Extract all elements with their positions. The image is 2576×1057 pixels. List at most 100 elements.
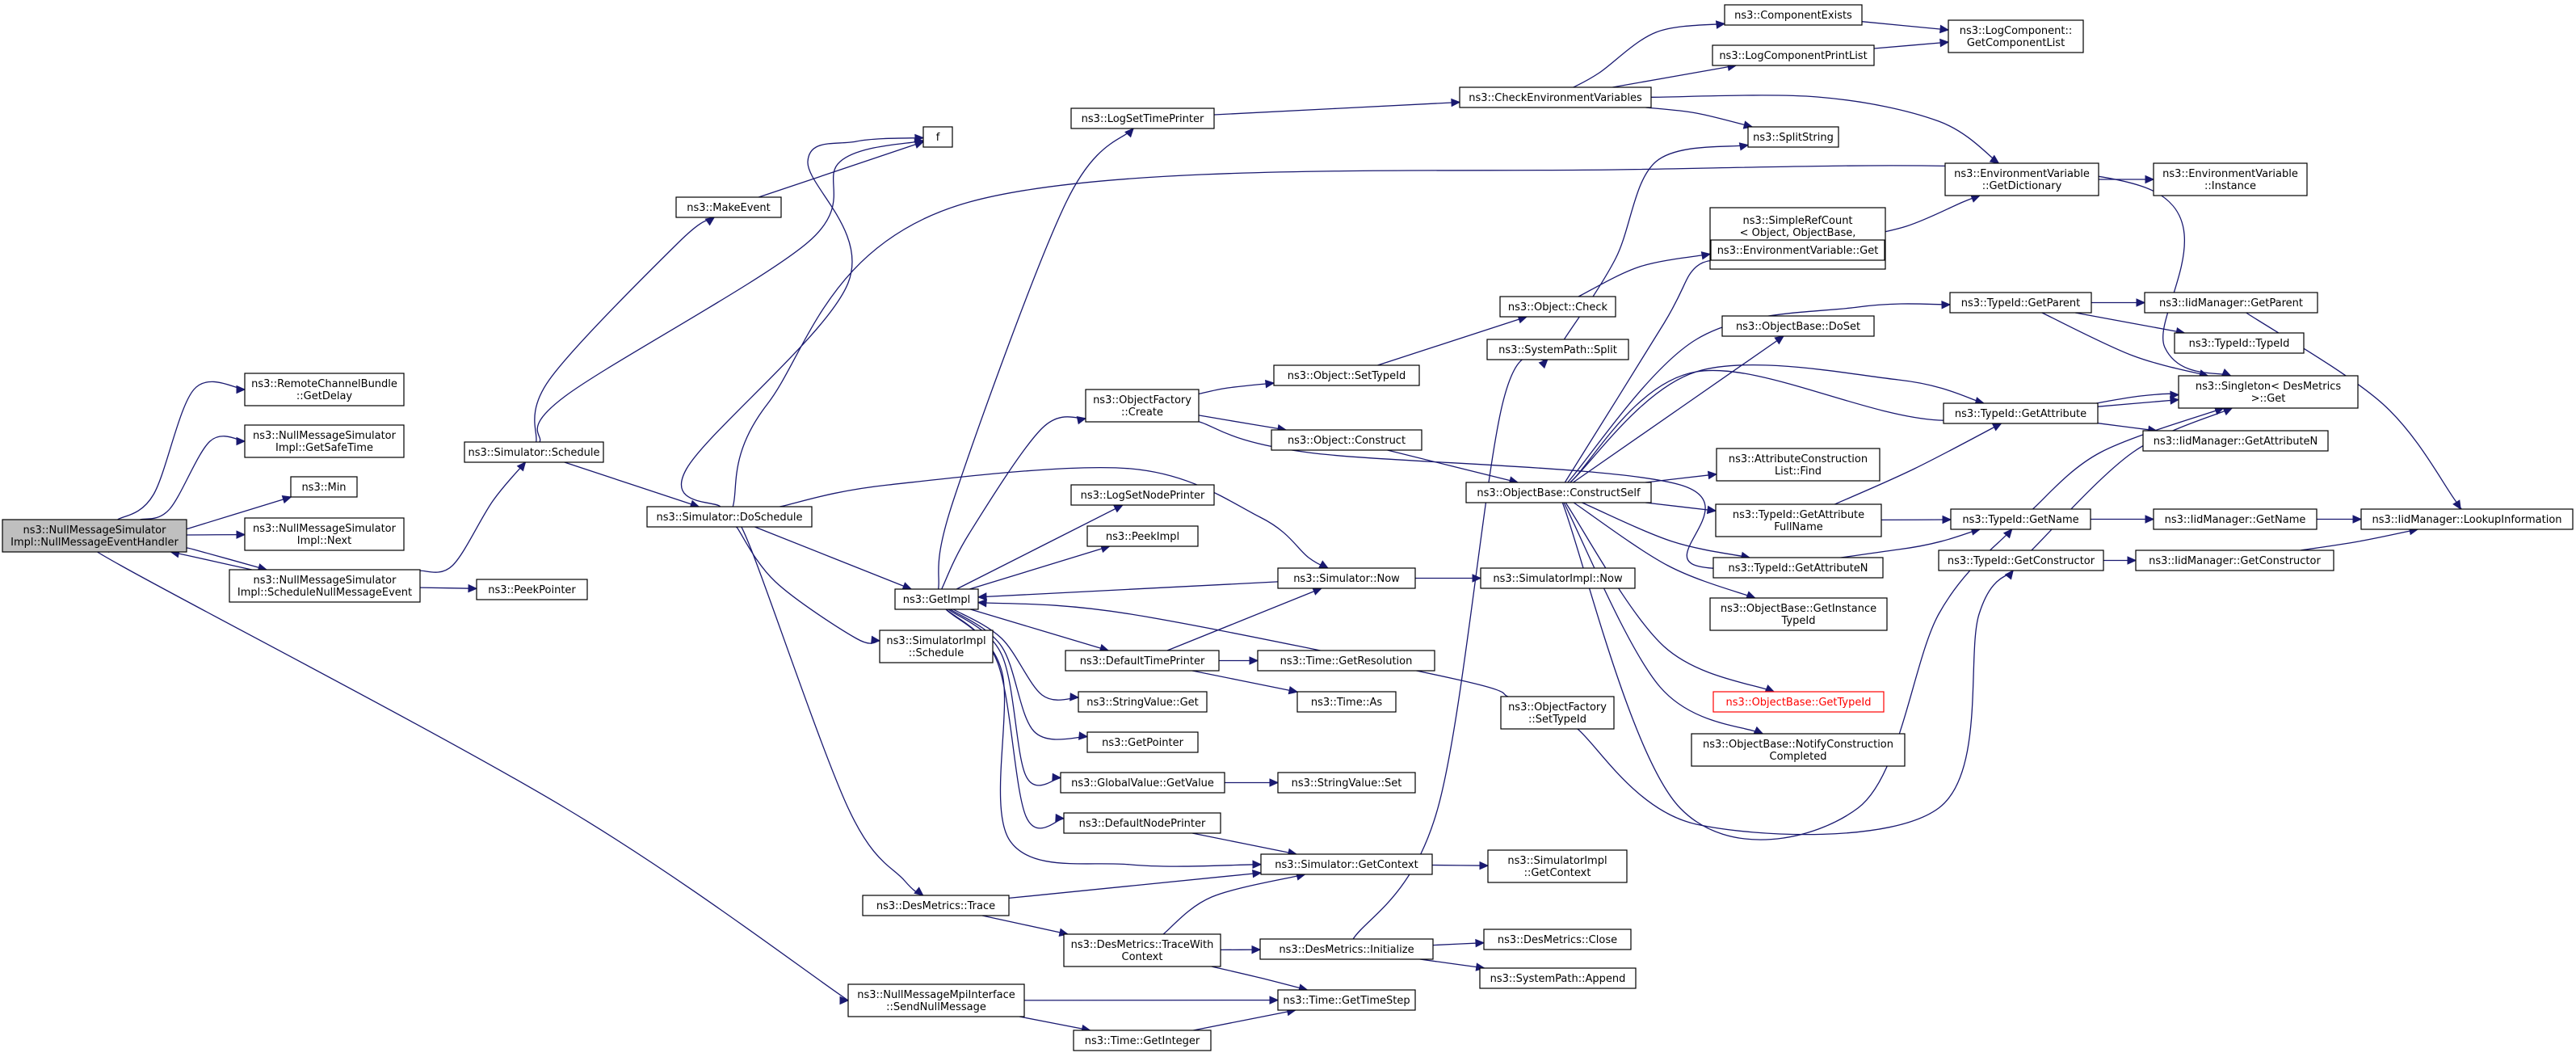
node-label: ns3::ObjectBase::NotifyConstruction [1703,739,1893,751]
call-edge [419,583,478,593]
node-sendnull[interactable]: ns3::NullMessageMpiInterface::SendNullMe… [847,983,1025,1017]
call-edges [84,20,2464,1034]
node-obj-check[interactable]: ns3::Object::Check [1499,296,1616,318]
node-gv-getvalue[interactable]: ns3::GlobalValue::GetValue [1060,772,1225,794]
call-edge [1220,945,1262,954]
node-label: ns3::DesMetrics::TraceWith [1071,939,1214,951]
node-ob-constructself[interactable]: ns3::ObjectBase::ConstructSelf [1465,482,1652,503]
node-tid-getname[interactable]: ns3::TypeId::GetName [1950,508,2091,530]
node-label: ns3::TypeId::TypeId [2189,338,2290,350]
call-edge [2097,396,2180,407]
node-iid-lookup[interactable]: ns3::IidManager::LookupInformation [2360,508,2574,530]
node-gst[interactable]: ns3::NullMessageSimulatorImpl::GetSafeTi… [244,424,405,458]
node-sim-getctx[interactable]: ns3::Simulator::GetContext [1260,853,1433,875]
node-sp-split[interactable]: ns3::SystemPath::Split [1486,339,1629,360]
node-time-getts[interactable]: ns3::Time::GetTimeStep [1277,989,1416,1011]
node-time-getint[interactable]: ns3::Time::GetInteger [1073,1030,1212,1051]
node-ev-get[interactable]: ns3::EnvironmentVariable::Get [1710,239,1885,261]
node-simimpl-now[interactable]: ns3::SimulatorImpl::Now [1480,567,1636,589]
node-splitstring[interactable]: ns3::SplitString [1747,126,1839,148]
node-of-settypeid[interactable]: ns3::ObjectFactory::SetTypeId [1500,696,1615,730]
node-peekptr[interactable]: ns3::PeekPointer [476,579,588,600]
node-dm-close[interactable]: ns3::DesMetrics::Close [1483,929,1632,950]
call-edge [1612,62,1738,88]
node-dosched[interactable]: ns3::Simulator::DoSchedule [646,506,813,528]
node-time-as[interactable]: ns3::Time::As [1296,691,1397,713]
call-edge [1387,449,1519,485]
node-iid-getattrn[interactable]: ns3::IidManager::GetAttributeN [2142,430,2329,452]
call-edge [1861,21,1950,34]
node-ob-doset[interactable]: ns3::ObjectBase::DoSet [1721,315,1875,337]
node-makeevent[interactable]: ns3::MakeEvent [675,196,782,218]
node-tid-getctor[interactable]: ns3::TypeId::GetConstructor [1938,550,2104,571]
node-of-create[interactable]: ns3::ObjectFactory::Create [1085,389,1200,423]
node-sp-append[interactable]: ns3::SystemPath::Append [1479,967,1637,989]
node-tid-getparent[interactable]: ns3::TypeId::GetParent [1949,292,2092,314]
node-label: ns3::ObjectBase::ConstructSelf [1477,487,1641,499]
node-label: ns3::DefaultTimePrinter [1080,655,1205,667]
node-iid-getname[interactable]: ns3::IidManager::GetName [2153,508,2318,530]
node-label: ns3::Simulator::DoSchedule [656,512,802,524]
node-obj-settypeid[interactable]: ns3::Object::SetTypeId [1273,364,1420,386]
node-getimpl[interactable]: ns3::GetImpl [894,588,979,610]
node-getpointer[interactable]: ns3::GetPointer [1086,731,1199,753]
node-ev-instance[interactable]: ns3::EnvironmentVariable::Instance [2153,162,2308,196]
node-defnp[interactable]: ns3::DefaultNodePrinter [1063,812,1221,834]
node-label: ns3::Object::Check [1508,301,1608,314]
node-label: ns3::NullMessageSimulator [253,523,397,535]
node-ob-notify[interactable]: ns3::ObjectBase::NotifyConstructionCompl… [1691,733,1906,767]
node-simimpl-sched[interactable]: ns3::SimulatorImpl::Schedule [879,630,994,663]
node-peekimpl[interactable]: ns3::PeekImpl [1086,525,1199,547]
node-logsetnp[interactable]: ns3::LogSetNodePrinter [1070,484,1215,506]
node-tid-typeid[interactable]: ns3::TypeId::TypeId [2174,332,2305,354]
node-lc-getcl[interactable]: ns3::LogComponent::GetComponentList [1948,19,2084,53]
node-tid-getattr[interactable]: ns3::TypeId::GetAttribute [1943,402,2099,424]
call-edge [117,381,246,520]
node-dm-init[interactable]: ns3::DesMetrics::Initialize [1259,938,1434,960]
node-label: Impl::Next [297,535,351,547]
node-checkenv[interactable]: ns3::CheckEnvironmentVariables [1459,86,1652,108]
node-min[interactable]: ns3::Min [290,476,358,498]
call-edge [140,436,246,520]
node-label: ns3::IidManager::GetParent [2159,297,2303,310]
call-edge [1224,778,1280,787]
node-iid-getparent[interactable]: ns3::IidManager::GetParent [2144,292,2318,314]
call-edge [170,550,252,571]
call-edge [1191,832,1298,857]
node-sv-get[interactable]: ns3::StringValue::Get [1078,691,1208,713]
node-obj-construct[interactable]: ns3::Object::Construct [1271,429,1422,451]
call-edge [977,581,1279,601]
node-singleton-get[interactable]: ns3::Singleton< DesMetrics>::Get [2178,375,2359,409]
node-label: ns3::ObjectBase::GetTypeId [1726,697,1872,709]
node-iid-getctor[interactable]: ns3::IidManager::GetConstructor [2135,550,2334,571]
call-edge [564,461,700,508]
node-label: ns3::NullMessageMpiInterface [857,989,1015,1001]
node-simimpl-getctx[interactable]: ns3::SimulatorImpl::GetContext [1487,849,1628,883]
node-ev-getdict[interactable]: ns3::EnvironmentVariable::GetDictionary [1944,162,2099,196]
node-dm-trace[interactable]: ns3::DesMetrics::Trace [862,895,1010,916]
node-ob-gettypeid[interactable]: ns3::ObjectBase::GetTypeId [1712,691,1885,713]
node-sv-set[interactable]: ns3::StringValue::Set [1277,772,1416,794]
node-logsettp[interactable]: ns3::LogSetTimePrinter [1070,107,1215,129]
node-label: ns3::DesMetrics::Close [1498,934,1617,946]
node-sim-sched[interactable]: ns3::Simulator::Schedule [464,441,604,463]
node-deftp[interactable]: ns3::DefaultTimePrinter [1065,650,1220,672]
node-f[interactable]: f [922,126,953,148]
node-snme[interactable]: ns3::NullMessageSimulatorImpl::ScheduleN… [229,569,421,603]
node-compexists[interactable]: ns3::ComponentExists [1724,4,1863,26]
node-label: ns3::Time::GetResolution [1280,655,1413,667]
node-label: ns3::ObjectBase::GetInstance [1721,603,1876,615]
node-label: ::GetDelay [296,390,353,402]
node-lcpl[interactable]: ns3::LogComponentPrintList [1712,44,1875,66]
node-rcb[interactable]: ns3::RemoteChannelBundle::GetDelay [244,373,405,406]
call-edge [185,547,268,572]
node-sim-now[interactable]: ns3::Simulator::Now [1277,567,1416,589]
node-tid-getattrn[interactable]: ns3::TypeId::GetAttributeN [1712,557,1884,579]
node-time-getres[interactable]: ns3::Time::GetResolution [1257,650,1435,672]
call-edge [2090,515,2155,524]
